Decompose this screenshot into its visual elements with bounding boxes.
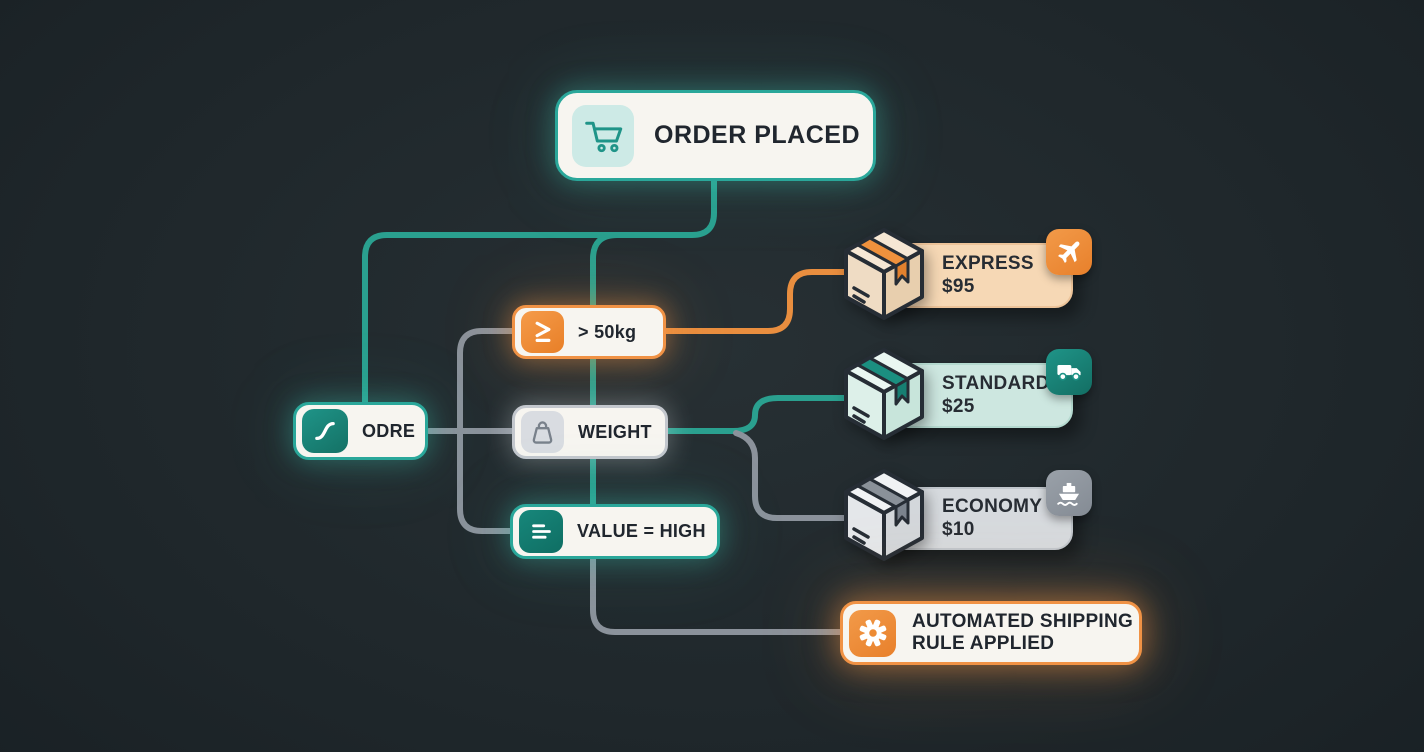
ship-icon <box>1046 470 1092 516</box>
express-label: EXPRESS <box>942 253 1034 275</box>
edge-to-standard <box>663 395 863 434</box>
node-order-placed: ORDER PLACED <box>555 90 876 181</box>
plane-icon <box>1046 229 1092 275</box>
odre-label: ODRE <box>362 420 416 441</box>
weight-icon <box>521 411 564 453</box>
over-50kg-label: > 50kg <box>578 321 637 342</box>
standard-package-illustration <box>844 348 924 440</box>
gear-icon <box>849 609 896 657</box>
economy-label: ECONOMY <box>942 496 1043 518</box>
edge-to-express <box>661 269 863 334</box>
standard-label: STANDARD <box>942 373 1050 395</box>
express-package-illustration <box>844 228 924 320</box>
rule-applied-label-line1: AUTOMATED SHIPPING <box>912 611 1134 633</box>
truck-icon <box>1046 349 1092 395</box>
greater-equal-icon <box>521 311 564 353</box>
economy-price: $10 <box>942 518 975 540</box>
node-odre: ODRE <box>293 402 428 460</box>
standard-price: $25 <box>942 395 975 417</box>
express-price: $95 <box>942 275 975 297</box>
edge-to-rule <box>590 554 851 635</box>
node-weight: WEIGHT <box>512 405 668 459</box>
node-value-high: VALUE = HIGH <box>510 504 720 559</box>
edge-order-to-odre <box>362 177 717 407</box>
value-high-label: VALUE = HIGH <box>577 521 706 541</box>
node-over-50kg: > 50kg <box>512 305 666 359</box>
edge-to-economy <box>733 430 863 521</box>
cart-icon <box>572 104 634 167</box>
economy-package-illustration <box>844 469 924 561</box>
list-lines-icon <box>519 510 563 553</box>
order-placed-label: ORDER PLACED <box>654 121 861 149</box>
node-rule-applied: AUTOMATED SHIPPING RULE APPLIED <box>840 601 1142 665</box>
edge-branch-down <box>590 232 620 509</box>
curve-icon <box>302 409 348 453</box>
weight-label: WEIGHT <box>578 421 652 442</box>
rule-applied-label-line2: RULE APPLIED <box>912 633 1055 654</box>
